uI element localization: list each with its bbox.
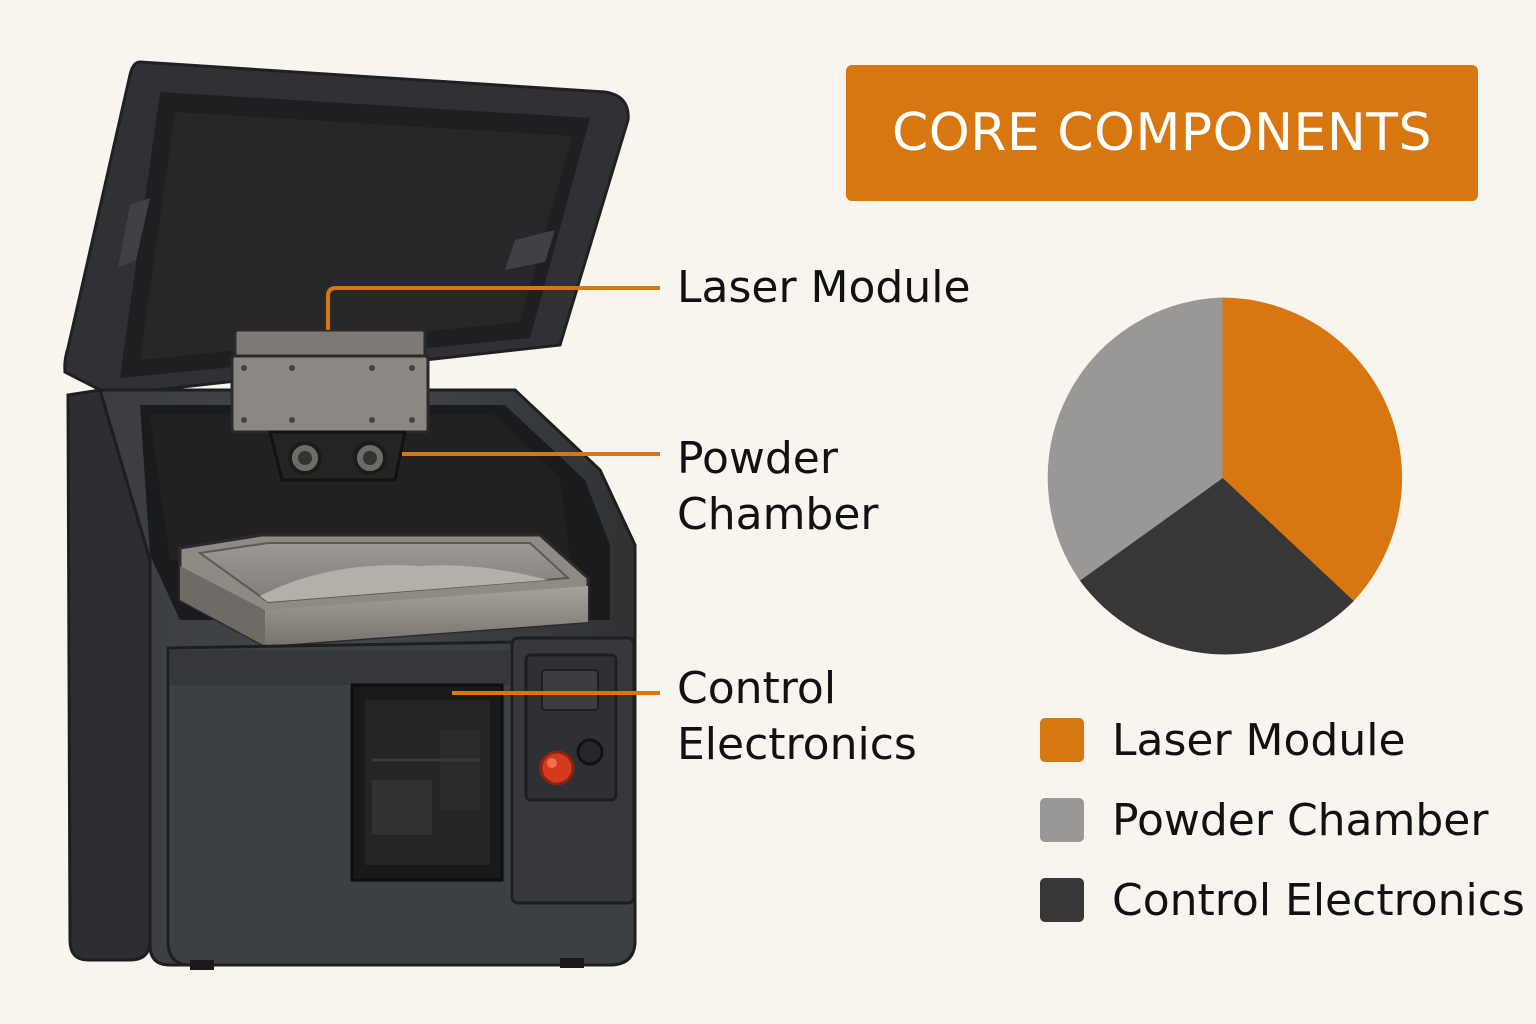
callout-line: Laser Module xyxy=(677,262,971,313)
pie-slice-laser-module xyxy=(1221,297,1403,602)
callout-line: Powder xyxy=(677,433,838,484)
foot xyxy=(190,960,214,970)
legend-label: Powder Chamber xyxy=(1112,794,1489,846)
printer-lid xyxy=(63,60,630,397)
legend-item: Powder Chamber xyxy=(1040,792,1488,848)
callout-laser-module: Laser Module xyxy=(677,260,971,316)
title-banner: CORE COMPONENTS xyxy=(846,65,1478,201)
page-title: CORE COMPONENTS xyxy=(891,103,1433,163)
laser-module xyxy=(230,328,430,482)
legend-label: Laser Module xyxy=(1112,714,1406,766)
legend-label: Control Electronics xyxy=(1112,874,1525,926)
emergency-stop-icon xyxy=(539,750,575,786)
callout-powder-chamber: Powder Chamber xyxy=(677,431,879,543)
control-panel xyxy=(510,636,636,905)
leader-line-laser xyxy=(326,286,660,330)
legend-swatch xyxy=(1040,798,1084,842)
legend-item: Laser Module xyxy=(1040,712,1406,768)
control-display xyxy=(541,669,599,711)
pie-slice-powder-chamber xyxy=(1047,297,1223,581)
legend-swatch xyxy=(1040,878,1084,922)
foot xyxy=(560,958,584,968)
callout-line: Electronics xyxy=(677,719,917,770)
callout-control-electronics: Control Electronics xyxy=(677,661,917,773)
legend-item: Control Electronics xyxy=(1040,872,1525,928)
powder-chamber-tray xyxy=(178,533,590,648)
pie-slice-control-electronics xyxy=(1079,477,1354,655)
callout-line: Chamber xyxy=(677,489,879,540)
control-knob-icon xyxy=(576,738,604,766)
callout-line: Control xyxy=(677,663,837,714)
legend-swatch xyxy=(1040,718,1084,762)
pie-chart xyxy=(1047,297,1403,655)
